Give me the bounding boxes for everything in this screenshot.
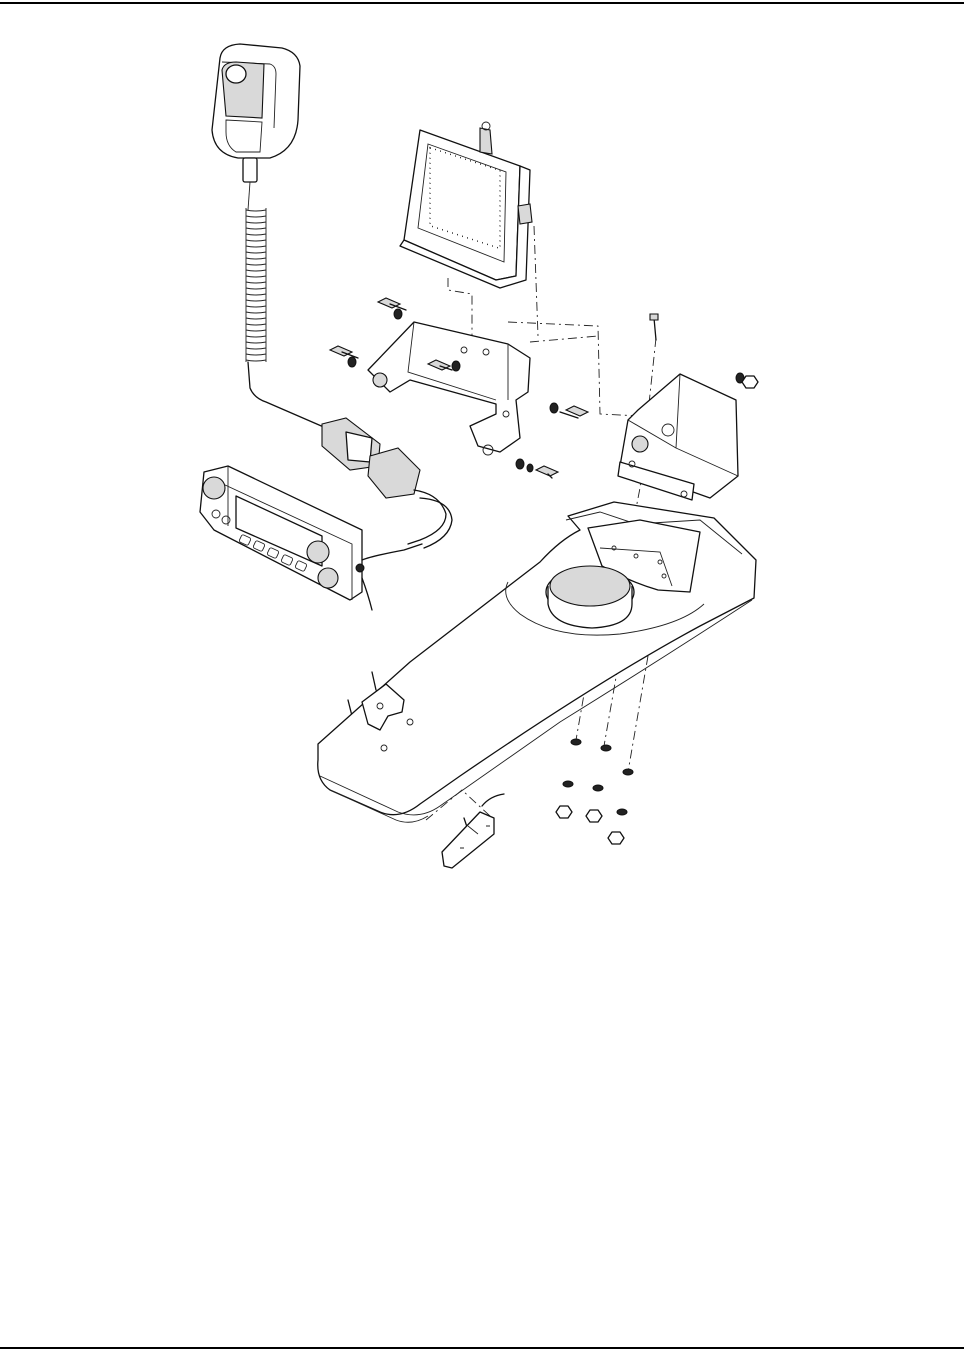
speaker-icon <box>400 122 532 288</box>
footer-rule <box>0 1347 964 1349</box>
console-pedestal <box>318 502 756 822</box>
microphone-icon <box>212 44 300 182</box>
coiled-cord <box>246 182 326 428</box>
speaker-bracket <box>368 322 530 455</box>
mounting-bracket <box>618 374 738 500</box>
floor-plate <box>442 794 504 868</box>
